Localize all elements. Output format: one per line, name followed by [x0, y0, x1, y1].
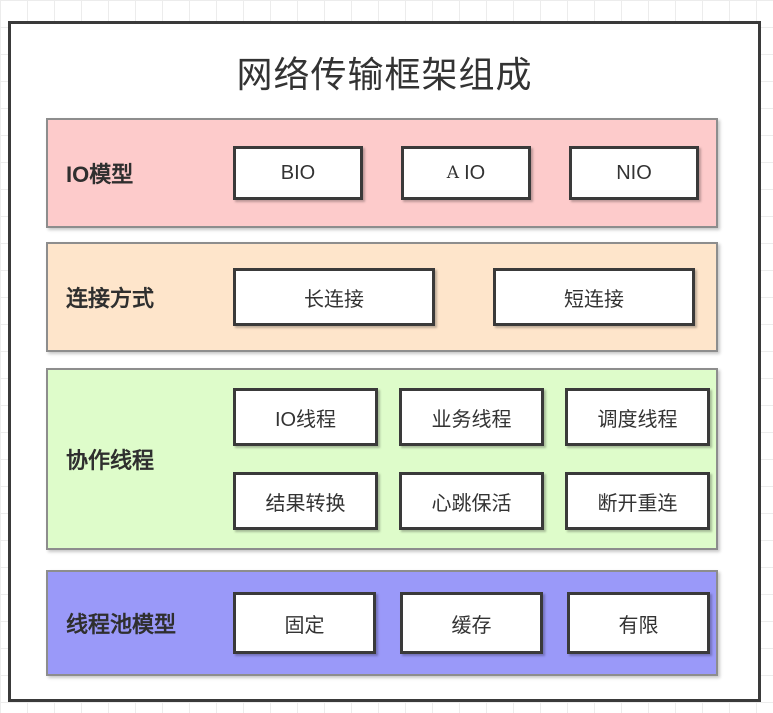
node-bounded: 有限 — [567, 592, 710, 654]
node-disconnect-reconnect: 断开重连 — [565, 472, 710, 530]
node-bounded-label: 有限 — [618, 614, 659, 637]
node-fixed: 固定 — [233, 592, 376, 654]
diagram-frame: 网络传输框架组成 IO模型 BIO A IO NIO 连接方式 长连接 短连接 — [8, 21, 761, 702]
node-aio: A IO — [401, 146, 531, 200]
row-thread-pool-model-label: 线程池模型 — [66, 612, 177, 637]
row-io-model: IO模型 BIO A IO NIO — [46, 118, 718, 228]
row-thread-pool-model-boxes: 固定 缓存 有限 — [233, 592, 710, 654]
row-connection-type-label: 连接方式 — [66, 286, 155, 311]
row-connection-type: 连接方式 长连接 短连接 — [46, 242, 718, 352]
node-heartbeat-keepalive-label: 心跳保活 — [431, 492, 512, 515]
node-result-conversion-label: 结果转换 — [265, 492, 346, 515]
node-scheduling-thread: 调度线程 — [565, 388, 710, 446]
row-cooperating-threads: 协作线程 IO线程 业务线程 调度线程 结果转换 心跳保活 断开重连 — [46, 368, 718, 550]
row-cooperating-threads-boxes: IO线程 业务线程 调度线程 结果转换 心跳保活 断开重连 — [233, 388, 710, 530]
node-aio-label-part: IO — [464, 161, 486, 184]
node-nio-label: NIO — [616, 161, 652, 184]
node-bio: BIO — [233, 146, 363, 200]
node-cached-label: 缓存 — [451, 614, 492, 637]
node-io-thread-label: IO线程 — [274, 408, 337, 431]
node-heartbeat-keepalive: 心跳保活 — [399, 472, 544, 530]
node-short-connection: 短连接 — [493, 268, 695, 326]
node-long-connection: 长连接 — [233, 268, 435, 326]
node-result-conversion: 结果转换 — [233, 472, 378, 530]
row-io-model-label: IO模型 — [66, 162, 134, 187]
node-short-connection-label: 短连接 — [564, 288, 624, 311]
node-bio-label: BIO — [280, 161, 316, 184]
node-business-thread: 业务线程 — [399, 388, 544, 446]
row-cooperating-threads-label: 协作线程 — [66, 448, 155, 473]
row-connection-type-boxes: 长连接 短连接 — [233, 268, 695, 326]
node-io-thread: IO线程 — [233, 388, 378, 446]
diagram-title: 网络传输框架组成 — [236, 54, 533, 95]
row-io-model-boxes: BIO A IO NIO — [233, 146, 699, 200]
node-nio: NIO — [569, 146, 699, 200]
node-long-connection-label: 长连接 — [304, 288, 364, 311]
node-aio-label-serif-part: A — [446, 163, 460, 183]
node-disconnect-reconnect-label: 断开重连 — [597, 492, 678, 515]
row-thread-pool-model: 线程池模型 固定 缓存 有限 — [46, 570, 718, 676]
node-scheduling-thread-label: 调度线程 — [597, 408, 678, 431]
node-business-thread-label: 业务线程 — [431, 408, 512, 431]
node-fixed-label: 固定 — [284, 614, 325, 637]
node-cached: 缓存 — [400, 592, 543, 654]
